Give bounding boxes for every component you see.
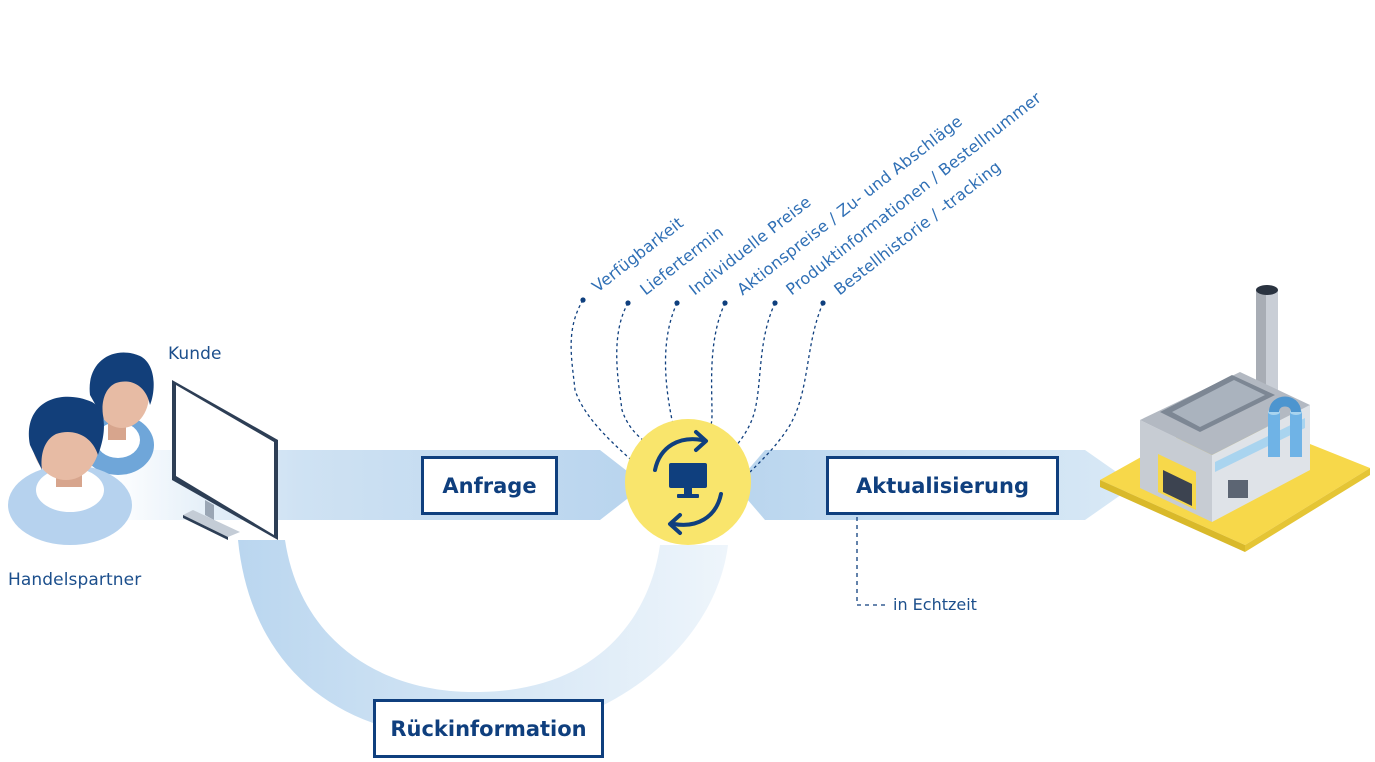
customer-label: Kunde: [168, 344, 222, 364]
update-box: Aktualisierung: [826, 456, 1059, 515]
sync-monitor-icon: [653, 430, 723, 535]
feature-dots: [580, 297, 826, 306]
feedback-flow: [238, 540, 728, 739]
computer-monitor: [172, 380, 278, 540]
monitor-glyph: [669, 463, 707, 498]
factory-illustration: [1100, 285, 1370, 552]
feedback-box: Rückinformation: [373, 699, 604, 758]
request-box: Anfrage: [421, 456, 558, 515]
realtime-connector: [856, 517, 885, 606]
realtime-label: in Echtzeit: [893, 595, 977, 614]
partner-avatar: [8, 396, 132, 545]
customer-avatar: [82, 352, 154, 475]
partner-label: Handelspartner: [8, 570, 142, 590]
